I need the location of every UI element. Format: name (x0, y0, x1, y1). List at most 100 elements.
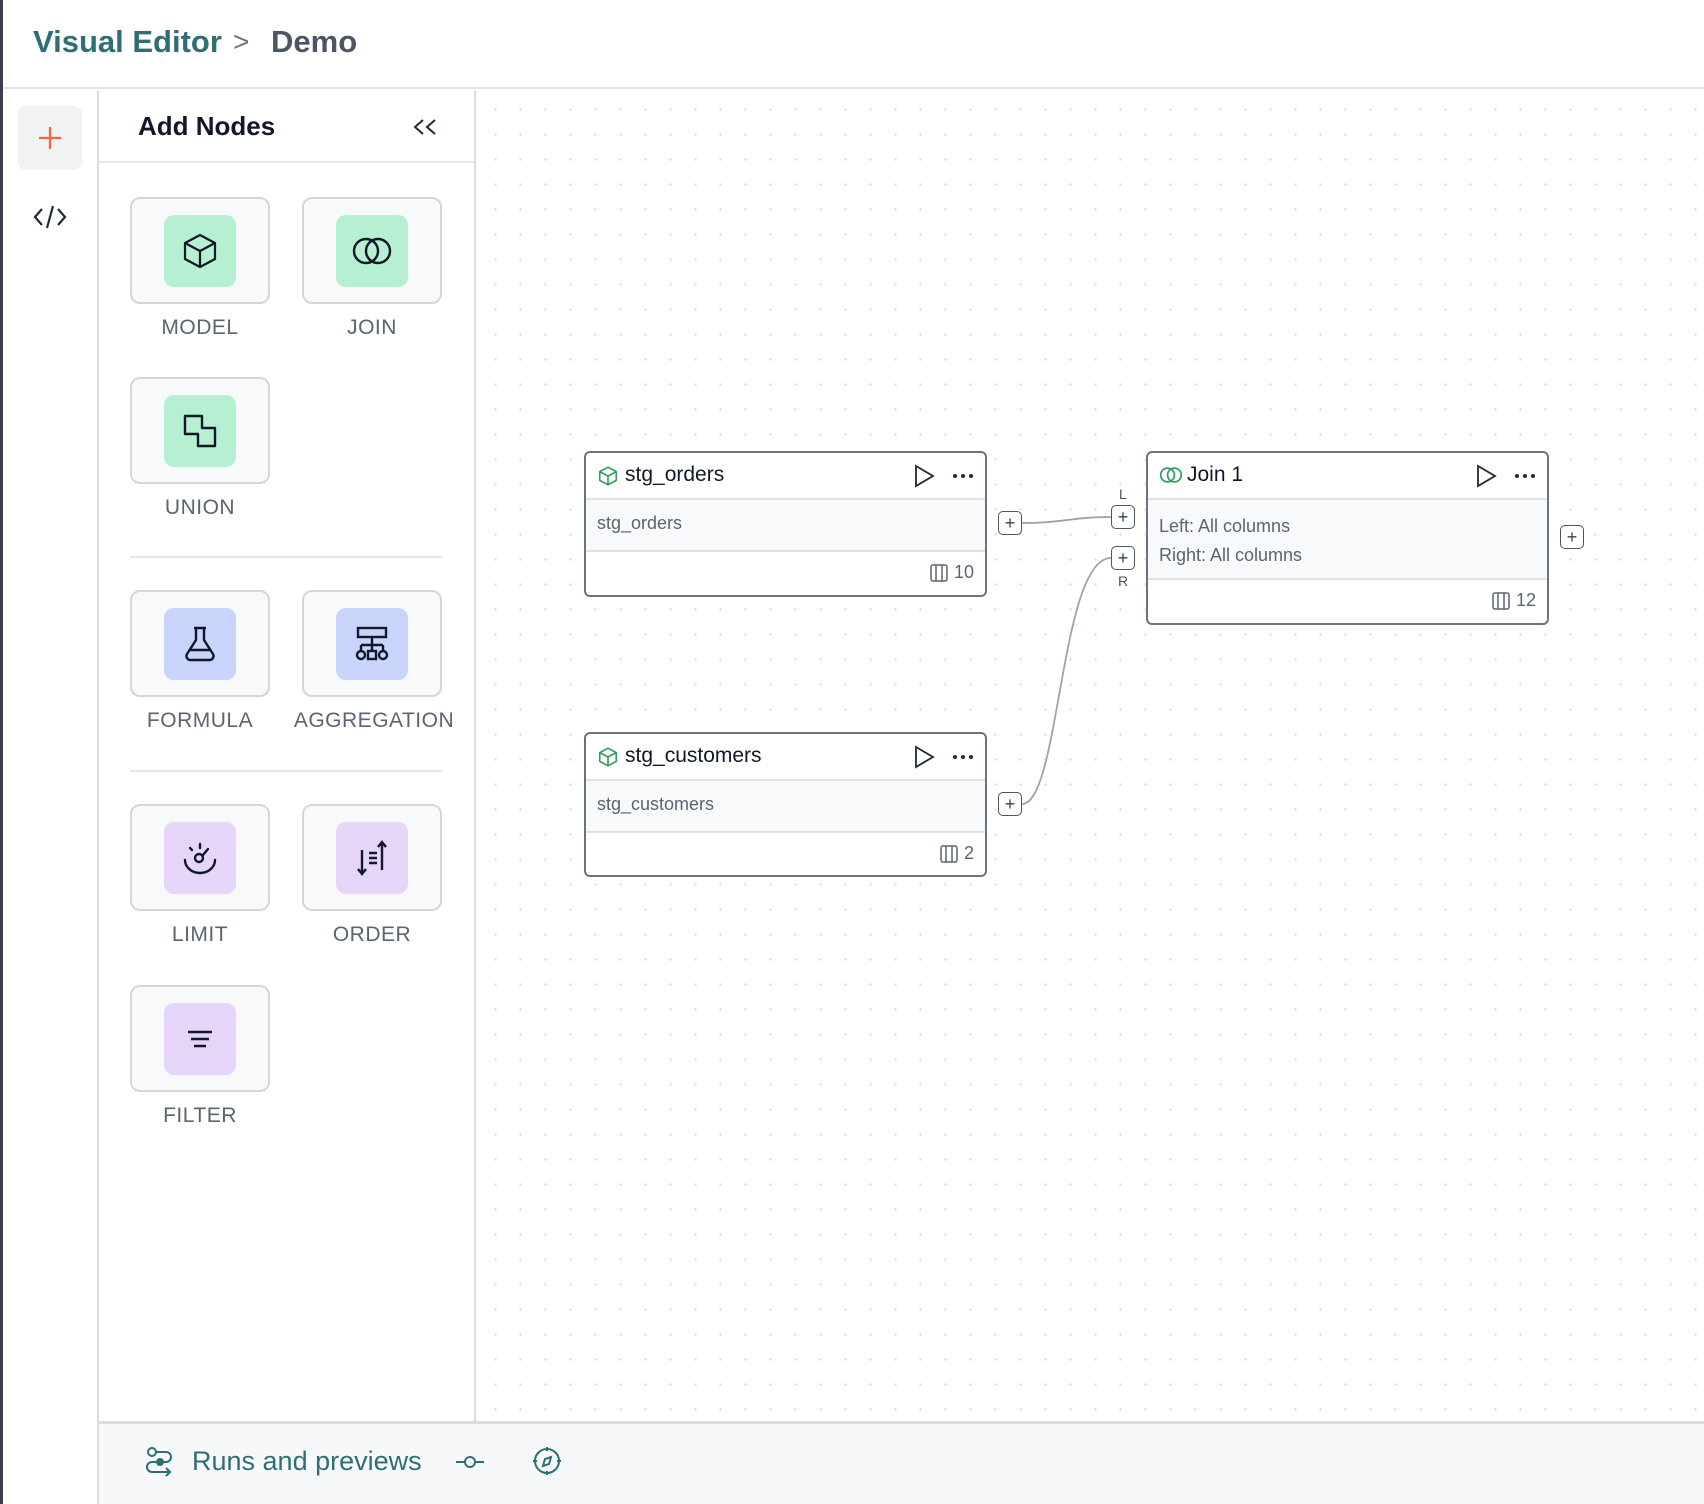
panel-header: Add Nodes (99, 91, 474, 163)
code-icon (33, 205, 67, 229)
more-options-icon[interactable] (951, 746, 975, 768)
union-icon (183, 414, 217, 447)
node-label-order: ORDER (332, 923, 412, 946)
formula-icon-box (164, 607, 236, 680)
node-header: Join 1 (1148, 453, 1547, 500)
join-icon-box (336, 214, 408, 287)
join-left-columns: Left: All columns (1159, 516, 1291, 536)
run-node-icon[interactable] (913, 745, 935, 769)
cube-icon (598, 747, 618, 767)
node-tile-model[interactable] (130, 197, 270, 304)
node-body-line: stg_customers (597, 794, 715, 814)
model-icon-box (164, 214, 236, 287)
venn-icon (1159, 467, 1183, 483)
node-title: Join 1 (1187, 463, 1244, 486)
node-tile-order[interactable] (302, 804, 442, 911)
node-title: stg_customers (625, 744, 762, 767)
node-tile-join[interactable] (302, 197, 442, 304)
collapse-panel-button[interactable] (405, 109, 445, 145)
node-footer: 10 (586, 552, 985, 595)
columns-icon (940, 844, 958, 863)
cube-icon (183, 233, 217, 268)
order-icon-box (336, 821, 408, 894)
node-body: Left: All columns Right: All columns (1148, 500, 1547, 580)
commit-icon[interactable] (454, 1452, 486, 1472)
runs-and-previews-tab[interactable]: Runs and previews (192, 1446, 422, 1476)
add-nodes-button[interactable] (18, 106, 82, 170)
node-label-limit: LIMIT (171, 923, 229, 946)
join-left-input-handle[interactable]: + (1111, 505, 1135, 529)
node-label-formula: FORMULA (146, 709, 254, 732)
flask-icon (185, 626, 215, 661)
join-output-handle[interactable]: + (1560, 525, 1584, 549)
breadcrumb-visual-editor[interactable]: Visual Editor (33, 24, 222, 59)
window-edge (0, 0, 3, 1504)
edge-orders-to-join-left (1021, 516, 1112, 524)
node-body: stg_orders (586, 500, 985, 552)
column-count-value: 12 (1515, 590, 1536, 610)
node-tile-filter[interactable] (130, 985, 270, 1092)
limit-icon-box (164, 821, 236, 894)
more-options-icon[interactable] (1513, 465, 1537, 487)
node-tile-formula[interactable] (130, 590, 270, 697)
canvas-node-join-1[interactable]: Join 1 Left: All columns Right: All colu… (1146, 451, 1549, 625)
node-label-union: UNION (164, 496, 236, 519)
node-tile-limit[interactable] (130, 804, 270, 911)
columns-icon (1492, 591, 1510, 610)
node-tile-aggregation[interactable] (302, 590, 442, 697)
code-view-button[interactable] (18, 195, 82, 239)
icon-rail (3, 91, 99, 1504)
chevrons-left-icon (413, 119, 436, 135)
header: Visual Editor > Demo (3, 0, 1704, 89)
column-count-value: 2 (963, 843, 974, 863)
node-body: stg_customers (586, 781, 985, 833)
plus-icon (39, 127, 61, 149)
node-footer: 2 (586, 833, 985, 875)
join-right-label: R (1118, 573, 1129, 589)
node-tile-union[interactable] (130, 377, 270, 484)
more-options-icon[interactable] (951, 465, 975, 487)
edge-customers-to-join-right (1021, 557, 1112, 805)
bottom-bar: Runs and previews (99, 1421, 1704, 1504)
breadcrumb-current: Demo (271, 24, 358, 59)
compass-icon[interactable] (532, 1446, 562, 1476)
node-footer: 12 (1148, 580, 1547, 623)
venn-icon (352, 237, 392, 264)
node-label-aggregation: AGGREGATION (293, 709, 455, 732)
panel-divider (130, 770, 442, 772)
node-title: stg_orders (625, 463, 725, 486)
column-count: 10 (930, 562, 974, 583)
filter-icon-box (164, 1002, 236, 1075)
hierarchy-icon (355, 626, 389, 660)
join-right-columns: Right: All columns (1159, 545, 1303, 565)
run-node-icon[interactable] (1475, 464, 1497, 488)
add-nodes-panel: Add Nodes MODEL JOIN UNION FORMULA AGGRE… (99, 91, 476, 1421)
join-right-input-handle[interactable]: + (1111, 546, 1135, 570)
join-left-label: L (1119, 486, 1127, 502)
run-node-icon[interactable] (913, 464, 935, 488)
node-label-join: JOIN (347, 316, 397, 339)
stg-customers-output-handle[interactable]: + (998, 792, 1022, 816)
filter-lines-icon (188, 1030, 212, 1047)
runs-icon[interactable] (144, 1446, 176, 1478)
cube-icon (598, 466, 618, 486)
canvas-node-stg-customers[interactable]: stg_customers stg_customers 2 (584, 732, 987, 877)
sort-icon (357, 839, 387, 876)
column-count: 2 (940, 843, 974, 864)
union-icon-box (164, 394, 236, 467)
breadcrumb-separator: > (233, 26, 250, 57)
columns-icon (930, 563, 948, 582)
gauge-icon (183, 842, 217, 874)
node-header: stg_orders (586, 453, 985, 500)
node-label-filter: FILTER (163, 1104, 237, 1127)
aggregation-icon-box (336, 607, 408, 680)
panel-divider (130, 556, 442, 558)
column-count-value: 10 (953, 562, 974, 582)
column-count: 12 (1492, 590, 1536, 611)
node-header: stg_customers (586, 734, 985, 781)
stg-orders-output-handle[interactable]: + (998, 511, 1022, 535)
canvas-node-stg-orders[interactable]: stg_orders stg_orders 10 (584, 451, 987, 597)
node-body-line: stg_orders (597, 513, 683, 533)
panel-title: Add Nodes (138, 111, 276, 141)
